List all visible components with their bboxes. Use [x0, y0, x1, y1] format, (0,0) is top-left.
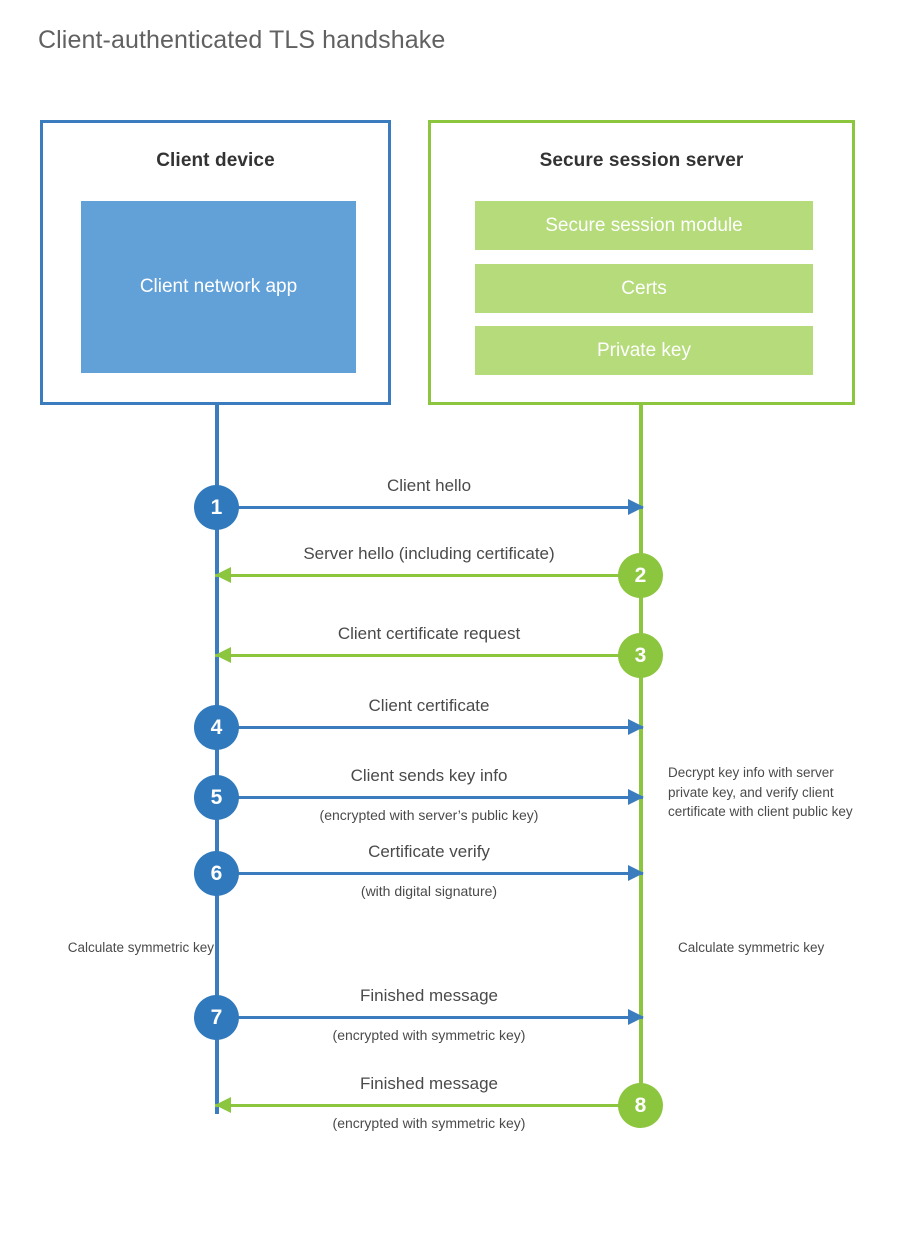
page-title: Client-authenticated TLS handshake	[38, 26, 446, 54]
server-calculate-symmetric-key-note: Calculate symmetric key	[678, 940, 825, 955]
client-device-title: Client device	[156, 150, 275, 171]
step-2-arrowhead-left-icon	[215, 567, 231, 583]
step-3-arrowhead-left-icon	[215, 647, 231, 663]
client-network-app-block: Client network app	[81, 201, 356, 373]
step-1-arrow-line	[217, 506, 643, 509]
client-lifeline	[215, 402, 219, 1114]
secure-session-server-box: Secure session server Secure session mod…	[428, 120, 855, 405]
step-2-arrow-line	[215, 574, 641, 577]
step-7-arrowhead-right-icon	[628, 1009, 644, 1025]
step-6-label: Certificate verify	[368, 842, 490, 861]
step-badge-7[interactable]: 7	[194, 994, 239, 1040]
step-1-arrowhead-right-icon	[628, 499, 644, 515]
step-4-label: Client certificate	[368, 696, 490, 715]
step-8-arrowhead-left-icon	[215, 1097, 231, 1113]
client-device-box: Client device Client network app	[40, 120, 391, 405]
server-lifeline	[639, 402, 643, 1105]
step-1-label: Client hello	[386, 476, 472, 495]
step-6-sublabel: (with digital signature)	[360, 883, 498, 899]
client-calculate-symmetric-key-note: Calculate symmetric key	[67, 940, 214, 955]
secure-session-server-title: Secure session server	[539, 150, 744, 171]
server-block-private-key: Private key	[475, 326, 813, 375]
step-badge-6[interactable]: 6	[194, 850, 239, 896]
step-badge-2[interactable]: 2	[618, 552, 663, 598]
step-4-arrow-line	[217, 726, 643, 729]
step-8-arrow-line	[215, 1104, 641, 1107]
step-badge-3[interactable]: 3	[618, 632, 663, 678]
step-6-arrow-line	[217, 872, 643, 875]
step-5-sublabel: (encrypted with server’s public key)	[319, 807, 539, 823]
step-3-arrow-line	[215, 654, 641, 657]
step-badge-5[interactable]: 5	[194, 774, 239, 820]
server-block-certs: Certs	[475, 264, 813, 313]
step-8-label: Finished message	[360, 1074, 498, 1093]
step-6-arrowhead-right-icon	[628, 865, 644, 881]
step-7-sublabel: (encrypted with symmetric key)	[332, 1027, 526, 1043]
step-8-sublabel: (encrypted with symmetric key)	[332, 1115, 526, 1131]
step-badge-8[interactable]: 8	[618, 1082, 663, 1128]
step-5-arrowhead-right-icon	[628, 789, 644, 805]
step-badge-4[interactable]: 4	[194, 704, 239, 750]
step-4-arrowhead-right-icon	[628, 719, 644, 735]
step-3-label: Client certificate request	[337, 624, 521, 643]
step-5-label: Client sends key info	[350, 766, 508, 785]
server-block-secure-session-module: Secure session module	[475, 201, 813, 250]
step-5-arrow-line	[217, 796, 643, 799]
step-2-label: Server hello (including certificate)	[303, 544, 555, 563]
step-badge-1[interactable]: 1	[194, 484, 239, 530]
server-decrypt-note: Decrypt key info with server private key…	[668, 765, 853, 820]
step-7-label: Finished message	[360, 986, 498, 1005]
step-7-arrow-line	[217, 1016, 643, 1019]
